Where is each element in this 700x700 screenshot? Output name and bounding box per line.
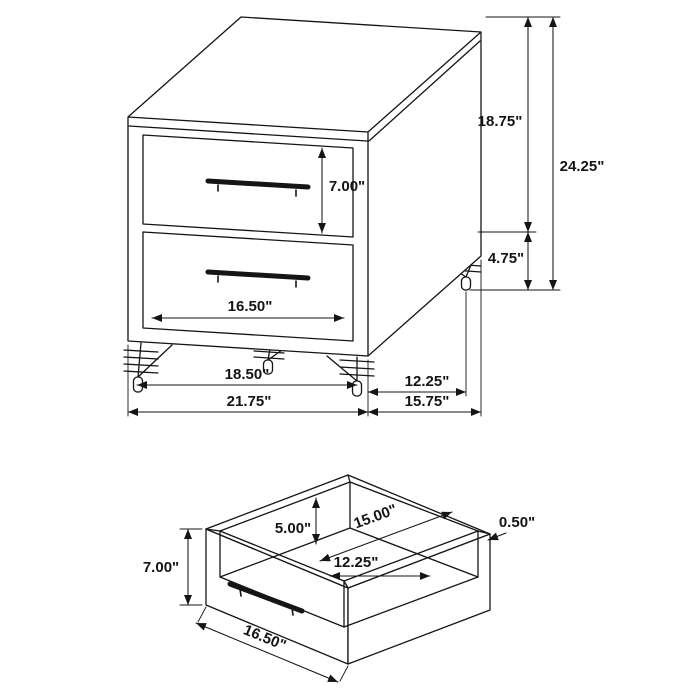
drawer-figure: 15.00" 5.00" 0.50" 12.25" 7.00" 16.50"	[143, 474, 535, 683]
dim-label-drawer-front-height: 7.00"	[329, 178, 365, 195]
drawer-handle-top	[205, 178, 311, 190]
leader-side-thickness	[487, 532, 507, 541]
dim-line-interior-length	[319, 511, 453, 562]
nightstand-legs	[123, 259, 482, 397]
leg-front-left-wires	[123, 342, 173, 378]
drawer-handle-top-posts	[217, 184, 297, 197]
dim-label-overall-depth: 15.75"	[405, 393, 450, 410]
leg-back-right-foot	[460, 276, 472, 291]
drawer-detail-handle	[227, 581, 305, 614]
leg-front-right-foot	[351, 380, 363, 397]
dim-label-body-height: 18.75"	[478, 113, 523, 130]
drawer-detail-handle-posts	[239, 588, 294, 616]
drawer-handle-bottom	[205, 269, 311, 281]
drawer-interior-corner-edges	[219, 481, 479, 628]
drawer-handle-bottom-posts	[217, 275, 297, 288]
dim-label-drawer-interior-width: 12.25"	[334, 554, 379, 571]
leg-back-left-foot	[262, 359, 274, 375]
dim-label-drawer-front-width: 16.50"	[228, 298, 273, 315]
dim-label-front-leg-span: 18.50"	[225, 366, 270, 383]
nightstand-dimensions: 7.00" 16.50" 18.75" 24.25" 4.75" 18.50" …	[127, 16, 605, 417]
dim-label-leg-height: 4.75"	[488, 250, 524, 267]
dim-label-side-leg-span: 12.25"	[405, 373, 450, 390]
dim-label-drawer-side-thickness: 0.50"	[499, 514, 535, 531]
dim-label-drawerbox-front-height: 7.00"	[143, 559, 179, 576]
dim-label-overall-width: 21.75"	[227, 393, 272, 410]
nightstand-figure: 7.00" 16.50" 18.75" 24.25" 4.75" 18.50" …	[123, 16, 605, 417]
dim-line-drawerbox-front-width	[195, 622, 339, 683]
nightstand-top-thickness-lines	[128, 40, 481, 142]
drawer-rim-corner-joins	[205, 474, 491, 589]
nightstand-handles	[205, 178, 311, 288]
dim-label-drawer-interior-depth: 5.00"	[275, 520, 311, 537]
leg-front-right-wires	[326, 355, 375, 382]
dim-label-overall-height: 24.25"	[560, 158, 605, 175]
